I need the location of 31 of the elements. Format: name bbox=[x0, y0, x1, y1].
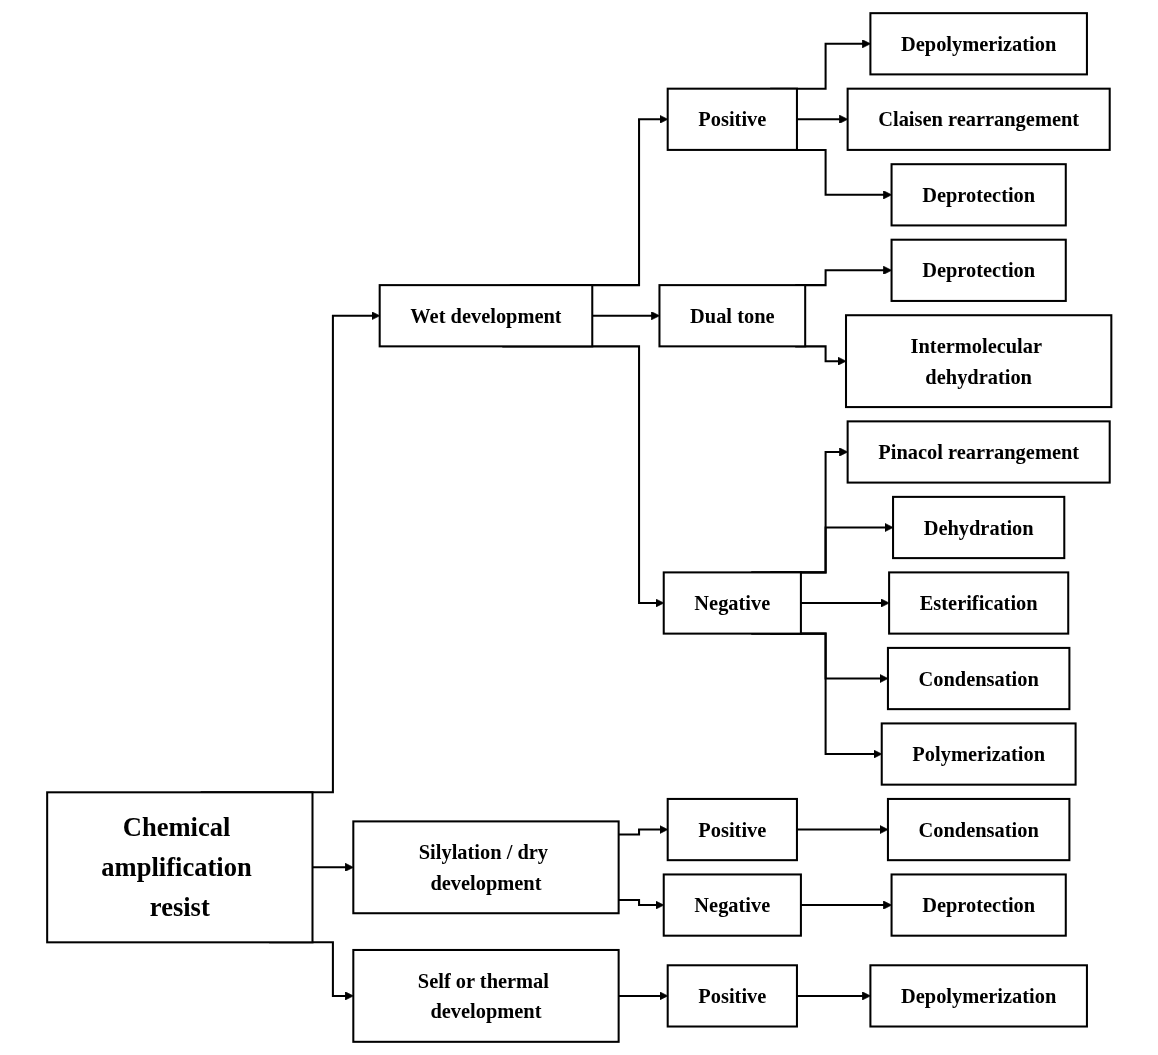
node-box: Negative bbox=[662, 571, 802, 635]
node-box: Self or thermal development bbox=[352, 948, 620, 1043]
node-box: Esterification bbox=[887, 571, 1069, 635]
arrow bbox=[618, 825, 668, 836]
node-box: Positive bbox=[666, 964, 798, 1028]
node-box: Chemical amplification resist bbox=[45, 791, 314, 944]
node-box: Polymerization bbox=[880, 722, 1077, 786]
arrow bbox=[796, 114, 848, 124]
node-box: Depolymerization bbox=[869, 964, 1088, 1028]
arrow bbox=[800, 900, 892, 910]
node-box: Dual tone bbox=[658, 284, 806, 348]
node-box: Positive bbox=[666, 87, 798, 151]
arrow bbox=[592, 311, 660, 321]
node-box: Deprotection bbox=[890, 238, 1067, 302]
node-box: Negative bbox=[662, 873, 802, 937]
node-box: Dehydration bbox=[891, 495, 1066, 560]
node-box: Condensation bbox=[886, 797, 1071, 862]
arrow bbox=[312, 862, 354, 872]
node-box: Silylation / dry development bbox=[352, 820, 620, 915]
node-box: Wet development bbox=[378, 284, 594, 348]
arrow bbox=[796, 991, 871, 1001]
node-box: Pinacol rearrangement bbox=[846, 420, 1111, 484]
node-box: Condensation bbox=[886, 646, 1071, 711]
node-box: Intermolecular dehydration bbox=[844, 314, 1113, 409]
node-box: Claisen rearrangement bbox=[846, 87, 1111, 151]
node-box: Deprotection bbox=[890, 873, 1067, 937]
node-box: Positive bbox=[666, 797, 798, 862]
arrow bbox=[618, 899, 664, 910]
node-box: Depolymerization bbox=[869, 12, 1088, 76]
arrow bbox=[618, 991, 668, 1001]
node-box: Deprotection bbox=[890, 163, 1067, 227]
